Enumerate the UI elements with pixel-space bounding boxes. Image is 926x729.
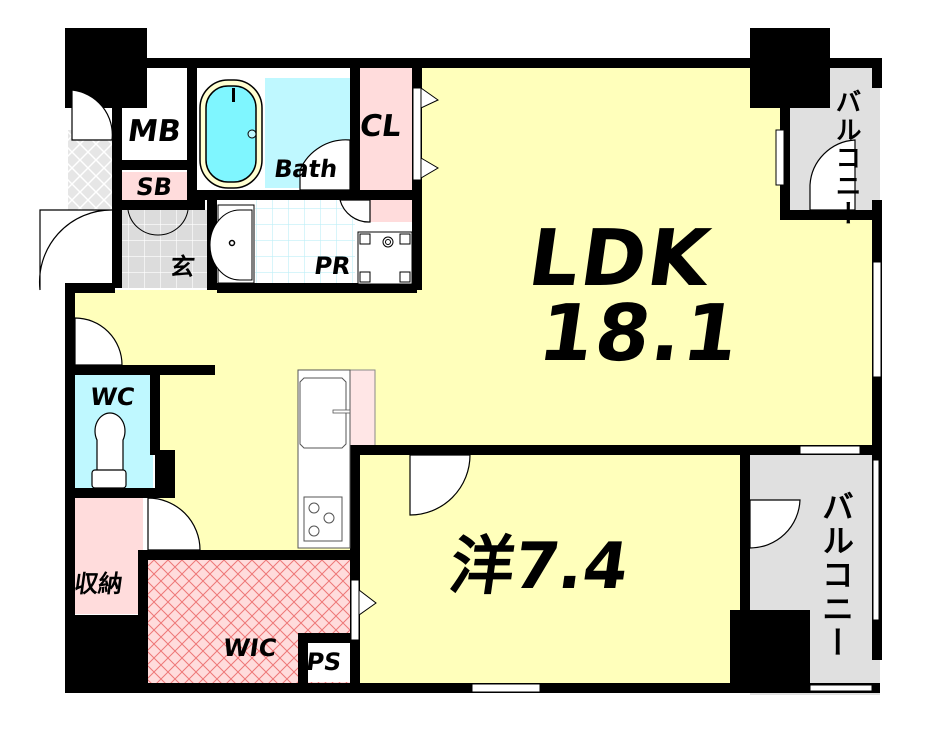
kitchen-side-panel: [349, 369, 376, 449]
closet-label: CL: [357, 109, 404, 144]
powder-room-floor: [255, 200, 355, 285]
ldk-label: LDK: [523, 214, 717, 304]
doors: [38, 89, 856, 551]
windows: [471, 129, 882, 693]
wic-label: WIC: [221, 634, 279, 662]
entrance-floor: [122, 210, 207, 288]
balcony-south-label: バルコニー: [817, 490, 855, 660]
kitchen-counter-icon: [297, 369, 351, 549]
pipe-space-label: PS: [304, 648, 344, 676]
ps-floor: [305, 642, 350, 682]
ldk-size: 18.1: [533, 289, 747, 379]
balcony-north-label: バルコニー: [831, 88, 861, 228]
toilet-label: WC: [88, 383, 137, 411]
shoebox-floor: [122, 172, 190, 204]
toilet-icon: [91, 412, 127, 489]
closet-pr-floor: [370, 200, 412, 222]
shoe-box-label: SB: [134, 173, 174, 201]
meter-box-label: MB: [125, 114, 184, 149]
entrance-tile: [68, 130, 118, 210]
closet-doors: [127, 87, 439, 641]
washing-machine-space-icon: [357, 231, 413, 285]
entrance-label: 玄: [168, 253, 197, 281]
washbasin-icon: [209, 204, 255, 284]
storage-label: 収納: [72, 570, 125, 598]
bath-label: Bath: [272, 155, 340, 183]
western-room-label: 洋7.4: [445, 530, 634, 604]
closet-floor: [360, 66, 412, 194]
powder-room-label: PR: [312, 252, 353, 280]
storage-floor: [73, 498, 143, 614]
bathtub-icon: [199, 79, 263, 189]
